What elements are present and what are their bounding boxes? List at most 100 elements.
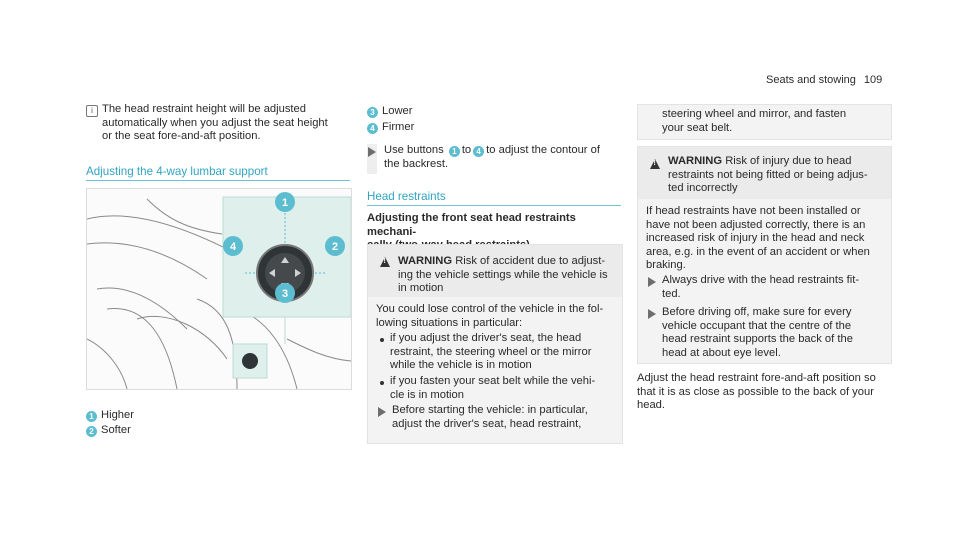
running-header: Seats and stowing: [766, 74, 856, 86]
page-header: Seats and stowing 109: [766, 74, 882, 88]
warning-body-line: increased risk of injury in the head and…: [646, 232, 865, 245]
subsection-line: Adjusting the front seat head restraints…: [367, 212, 576, 238]
step-post: to adjust the contour of: [486, 144, 600, 156]
continuation-line: your seat belt.: [662, 121, 733, 134]
paragraph-line: head.: [637, 399, 665, 412]
callout-1: [275, 192, 295, 212]
warning-body-line: have not been adjusted correctly, there …: [646, 218, 866, 231]
warning-box: WARNING Risk of injury due to head restr…: [637, 146, 892, 364]
callout-4: [223, 236, 243, 256]
callout-2: [325, 236, 345, 256]
bullet-line: restraint, the steering wheel or the mir…: [390, 345, 592, 358]
warning-continuation: steering wheel and mirror, and fasten yo…: [637, 104, 892, 140]
warning-header: [368, 245, 622, 297]
warning-step-line: head restraint supports the back of the: [662, 333, 853, 346]
warning-icon: [650, 159, 660, 169]
warning-step: Before starting the vehicle: in particul…: [392, 404, 618, 431]
legend-item: 3 Lower: [367, 105, 412, 119]
step-arrow-icon: [368, 147, 376, 157]
warning-head-line: ted incorrectly: [668, 182, 738, 195]
lumbar-illustration: 1 2 3 4: [86, 188, 352, 390]
warning-body: If head restraints have not been install…: [646, 205, 888, 273]
section-title-lumbar: Adjusting the 4-way lumbar support: [86, 165, 268, 178]
warning-body: You could lose control of the vehicle in…: [376, 303, 616, 330]
legend-text: Higher: [101, 409, 134, 421]
note-line: The head restraint height will be adjust…: [102, 103, 306, 115]
step-number: 1: [448, 146, 460, 157]
warning-step: Always drive with the head restraints fi…: [662, 274, 888, 301]
warning-head-line: Risk of injury due to head: [725, 155, 852, 167]
bullet-icon: [380, 338, 384, 342]
callout-label: 2: [332, 241, 338, 253]
warning-body-line: You could lose control of the vehicle in…: [376, 303, 604, 315]
step-pre: Use buttons: [384, 144, 444, 156]
warning-step: Before driving off, make sure for every …: [662, 306, 888, 360]
note-line: or the seat fore-and-aft position.: [102, 130, 261, 143]
legend-number: 3: [367, 107, 378, 118]
bullet-line: if you adjust the driver's seat, the hea…: [390, 332, 582, 344]
warning-body-line: area, e.g. in the event of an accident o…: [646, 245, 870, 258]
warning-body-line: lowing situations in particular:: [376, 316, 523, 329]
info-icon: i: [86, 105, 98, 117]
info-note: The head restraint height will be adjust…: [102, 103, 352, 144]
legend-text: Firmer: [382, 121, 415, 133]
warning-bullet: if you adjust the driver's seat, the hea…: [390, 332, 618, 373]
warning-step-line: vehicle occupant that the centre of the: [662, 319, 852, 332]
warning-head-line: in motion: [398, 282, 444, 295]
callout-label: 1: [282, 197, 288, 209]
warning-label: WARNING: [668, 155, 723, 167]
warning-box: WARNING Risk of accident due to adjust- …: [367, 244, 623, 444]
warning-step-line: adjust the driver's seat, head restraint…: [392, 417, 582, 430]
step-arrow-icon: [648, 277, 656, 287]
warning-step-line: Always drive with the head restraints fi…: [662, 274, 860, 286]
bullet-icon: [380, 381, 384, 385]
step-bar: [367, 144, 377, 174]
warning-body-line: If head restraints have not been install…: [646, 205, 861, 217]
continuation-text: steering wheel and mirror, and fasten yo…: [662, 108, 887, 135]
section-rule: [367, 205, 621, 206]
warning-bullet: if you fasten your seat belt while the v…: [390, 375, 618, 402]
step-number: 4: [473, 146, 485, 157]
step-arrow-icon: [378, 407, 386, 417]
legend-text: Lower: [382, 105, 413, 117]
warning-body-line: braking.: [646, 259, 686, 272]
warning-label: WARNING: [398, 255, 453, 267]
bullet-line: if you fasten your seat belt while the v…: [390, 375, 596, 387]
legend-number: 4: [367, 123, 378, 134]
step-line: the backrest.: [384, 157, 449, 170]
legend-number: 2: [86, 426, 97, 437]
body-paragraph: Adjust the head restraint fore-and-aft p…: [637, 372, 890, 413]
warning-step-line: ted.: [662, 287, 681, 300]
warning-head-line: restraints not being fitted or being adj…: [668, 168, 868, 181]
warning-head-line: Risk of accident due to adjust-: [455, 255, 606, 267]
continuation-line: steering wheel and mirror, and fasten: [662, 108, 847, 120]
callout-3: [275, 283, 295, 303]
warning-step-line: Before starting the vehicle: in particul…: [392, 404, 588, 416]
legend-item: 4 Firmer: [367, 121, 414, 135]
section-title-head-restraints: Head restraints: [367, 190, 446, 203]
note-line: automatically when you adjust the seat h…: [102, 116, 328, 129]
warning-step-line: head at about eye level.: [662, 346, 781, 359]
warning-head-text: WARNING Risk of accident due to adjust- …: [398, 255, 618, 296]
section-rule: [86, 180, 350, 181]
page-number: 109: [863, 74, 883, 86]
warning-header: [638, 147, 891, 199]
warning-head-text: WARNING Risk of injury due to head restr…: [668, 155, 888, 196]
warning-icon: [380, 257, 390, 267]
step-mid: to: [461, 144, 472, 156]
bullet-line: while the vehicle is in motion: [390, 359, 532, 372]
seat-drawing: 1 2 3 4: [86, 192, 352, 390]
bullet-line: cle is in motion: [390, 388, 464, 401]
legend-text: Softer: [101, 424, 131, 436]
legend-item: 1 Higher: [86, 409, 134, 423]
callout-label: 4: [230, 241, 237, 253]
paragraph-line: Adjust the head restraint fore-and-aft p…: [637, 372, 876, 384]
legend-number: 1: [86, 411, 97, 422]
warning-head-line: ing the vehicle settings while the vehic…: [398, 268, 608, 281]
warning-step-line: Before driving off, make sure for every: [662, 306, 852, 318]
legend-item: 2 Softer: [86, 424, 131, 438]
paragraph-line: that it is as close as possible to the b…: [637, 385, 874, 398]
callout-label: 3: [282, 288, 288, 300]
step-arrow-icon: [648, 309, 656, 319]
